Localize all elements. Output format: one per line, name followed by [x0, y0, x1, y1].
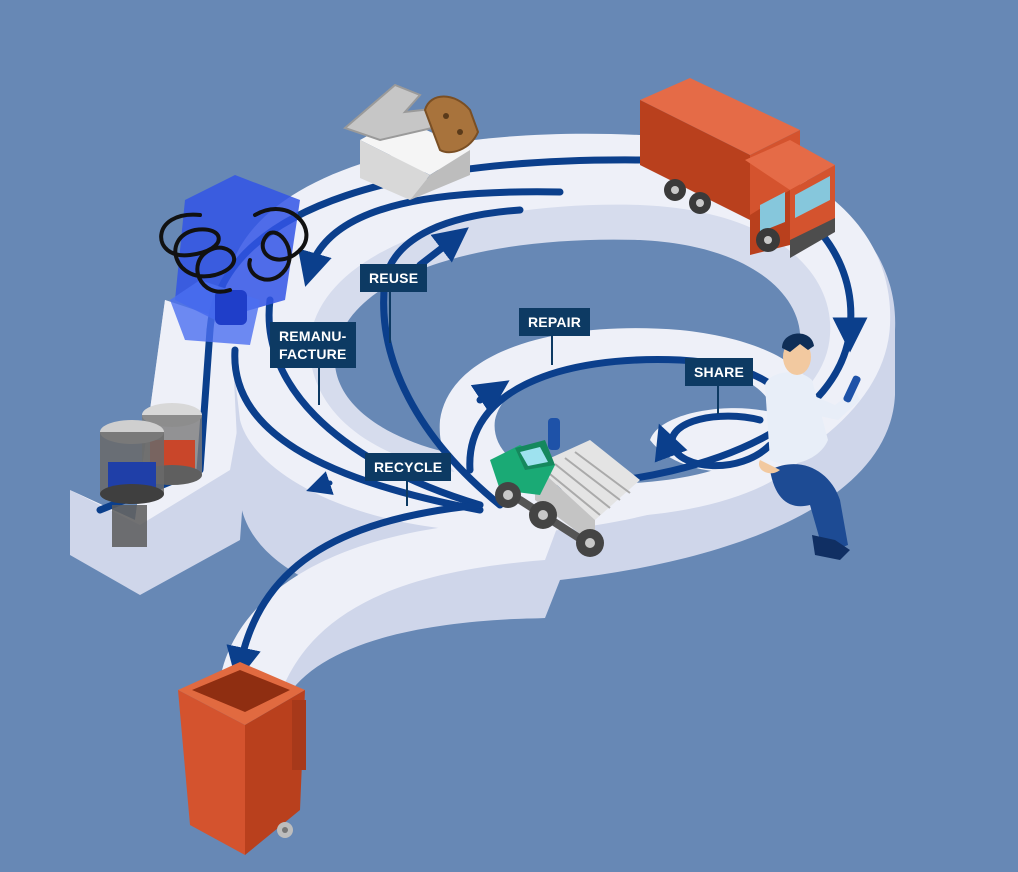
repair-label: REPAIR [519, 308, 591, 336]
recycle-arrow [306, 471, 334, 495]
tow-truck-icon [490, 418, 640, 557]
person-sitting-icon [759, 333, 861, 560]
waste-bin-icon [178, 662, 306, 855]
raw-material-bundle-icon [159, 175, 309, 345]
repair-label-stem [551, 333, 553, 365]
product-box-icon [343, 83, 480, 200]
disposal-line [226, 501, 484, 683]
remanufacture-label-stem [318, 365, 320, 405]
remanufacture-return-line [231, 346, 484, 514]
storage-jars-icon [100, 403, 202, 547]
reuse-upper-line [298, 188, 564, 287]
reuse-left-line [380, 276, 504, 509]
repair-arrow [470, 380, 510, 415]
recycle-label: RECYCLE [365, 453, 452, 481]
remanufacture-label: REMANU- FACTURE [270, 322, 356, 368]
share-label-stem [717, 384, 719, 414]
share-arrow [654, 423, 688, 463]
delivery-truck-icon [640, 78, 835, 258]
reuse-arrow [416, 227, 469, 269]
recycle-label-stem [406, 478, 408, 506]
reuse-label: REUSE [360, 264, 428, 292]
reuse-label-stem [389, 288, 391, 343]
share-label: SHARE [685, 358, 754, 386]
